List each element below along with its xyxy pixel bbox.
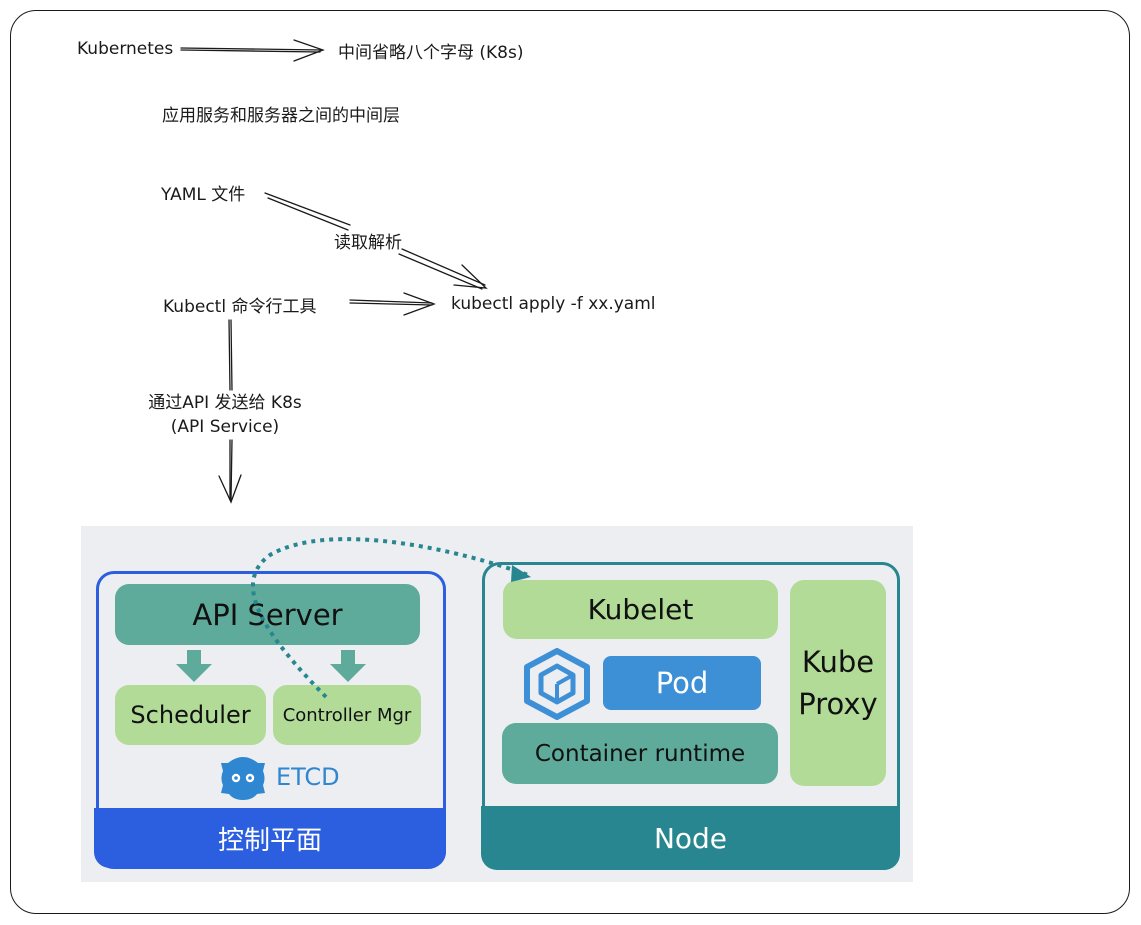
note-apply-command: kubectl apply -f xx.yaml	[451, 294, 656, 314]
scheduler-box: Scheduler	[115, 685, 266, 745]
note-kubernetes: Kubernetes	[77, 39, 174, 59]
note-k8s-meaning: 中间省略八个字母 (K8s)	[338, 43, 524, 63]
control-plane-footer: 控制平面	[94, 808, 446, 868]
note-middle-layer: 应用服务和服务器之间的中间层	[162, 106, 400, 126]
note-kubectl-tool: Kubectl 命令行工具	[163, 297, 317, 317]
node-footer: Node	[481, 806, 900, 870]
arrow-kubectl-down	[218, 319, 242, 504]
note-parse: 读取解析	[334, 233, 402, 253]
api-server-box: API Server	[115, 584, 420, 645]
pod-box: Pod	[603, 656, 761, 710]
note-send-api: 通过API 发送给 K8s (API Service)	[148, 391, 302, 439]
arrow-kubectl-apply	[349, 292, 436, 316]
container-runtime-box: Container runtime	[502, 723, 778, 784]
controller-manager-box: Controller Mgr	[273, 685, 421, 745]
down-arrow-icon	[176, 650, 212, 682]
note-send-api-line1: 通过API 发送给 K8s	[148, 393, 302, 413]
cube-logo-icon	[524, 648, 590, 720]
arrow-yaml-apply	[264, 192, 488, 290]
kube-proxy-box: Kube Proxy	[790, 580, 886, 786]
arrow-kubernetes-meaning	[180, 39, 325, 62]
kubelet-box: Kubelet	[503, 580, 778, 639]
etcd-logo-icon	[221, 757, 265, 800]
note-yaml-file: YAML 文件	[161, 185, 246, 205]
etcd-label: ETCD	[276, 763, 340, 791]
canvas-frame	[10, 10, 1130, 914]
down-arrow-icon	[330, 650, 366, 682]
note-send-api-line2: (API Service)	[170, 417, 280, 437]
